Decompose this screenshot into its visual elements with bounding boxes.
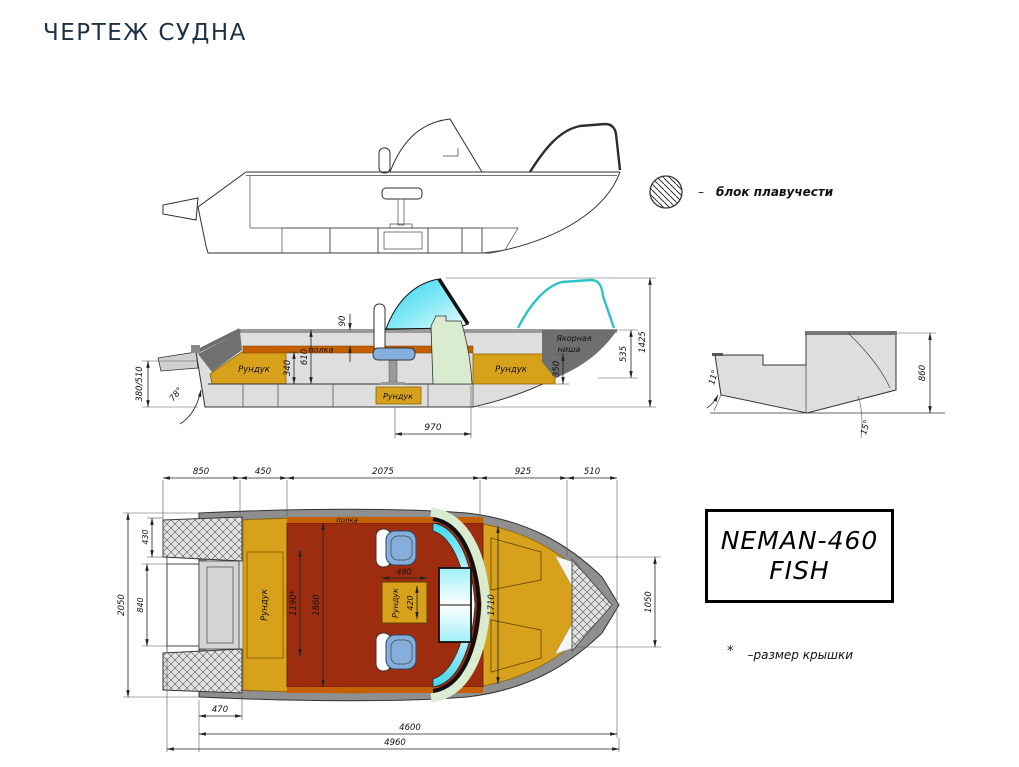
plan-top-dims: 850 450 2075 925 510 bbox=[162, 467, 618, 600]
plan-inner-dims: 1190* 1860 1710 bbox=[289, 522, 500, 688]
dim-bow-inner-height: 535 bbox=[619, 346, 629, 362]
dim-locker-spacing: 970 bbox=[424, 423, 441, 433]
dim-cockpit-length: 1860 bbox=[312, 594, 322, 616]
section-shelf-label: полка bbox=[309, 346, 334, 355]
transom-sheer-curve bbox=[847, 332, 891, 389]
plan-stern-platform bbox=[162, 516, 243, 694]
transom-gunwale-cap bbox=[805, 331, 897, 335]
dim-430: 430 bbox=[141, 529, 150, 544]
dim-925: 925 bbox=[515, 467, 531, 477]
side-bow-rail bbox=[528, 122, 622, 173]
plan-right-dims: 1050 bbox=[575, 556, 661, 648]
plan-shelf-strip-top bbox=[287, 517, 483, 523]
dim-shelf-gap: 90 bbox=[338, 316, 348, 327]
dim-shelf-height: 610 bbox=[300, 349, 310, 365]
section-stern-locker-label: Рундук bbox=[238, 365, 271, 375]
dim-center-locker-length: 420 bbox=[406, 595, 415, 610]
dim-lid-length: 1190* bbox=[289, 590, 299, 616]
dim-bow-locker-height: 350 bbox=[552, 361, 562, 377]
footnote: * –размер крышки bbox=[727, 644, 854, 663]
dim-450: 450 bbox=[255, 467, 271, 477]
plan-left-dims: 430 840 2050 bbox=[117, 512, 199, 698]
dim-transom-angle: 78° bbox=[168, 386, 185, 404]
plan-seat-upper bbox=[375, 528, 417, 568]
dim-bow-deck-width: 1710 bbox=[487, 594, 497, 616]
transom-hull bbox=[714, 332, 897, 414]
dim-470: 470 bbox=[212, 705, 228, 715]
side-buoyancy-blocks bbox=[281, 227, 519, 254]
plan-bottom-dims: 470 4600 4960 bbox=[166, 610, 620, 752]
buoyancy-legend: – блок плавучести bbox=[646, 172, 833, 212]
section-underfloor-locker bbox=[375, 386, 422, 405]
section-view: Рундук полка Рундук Рундук Якорная ниша bbox=[135, 277, 656, 438]
section-floor bbox=[208, 383, 474, 407]
dim-850: 850 bbox=[193, 467, 209, 477]
section-bow-locker bbox=[472, 353, 556, 385]
dim-2075: 2075 bbox=[372, 467, 394, 477]
plan-motor-well bbox=[166, 563, 200, 647]
dim-4600: 4600 bbox=[399, 723, 421, 733]
dim-flare-angle: 11° bbox=[707, 369, 721, 386]
model-plate: NEMAN-460 FISH bbox=[705, 509, 894, 603]
legend-dash: – bbox=[698, 185, 704, 199]
dim-transom-overall-height: 860 bbox=[918, 365, 928, 381]
plan-shelf-label: полка bbox=[336, 517, 358, 525]
dim-center-locker-width: 480 bbox=[396, 568, 411, 577]
side-seat bbox=[378, 147, 423, 229]
dim-deadrise-angle: 15° bbox=[859, 419, 873, 436]
plan-view: полка Рундук bbox=[117, 467, 661, 752]
section-motor-bracket bbox=[157, 351, 199, 372]
section-bow-locker-label: Рундук bbox=[495, 365, 528, 375]
section-underfloor-locker-label: Рундук bbox=[383, 392, 413, 401]
dim-transom-height: 380/510 bbox=[135, 366, 145, 401]
side-windshield bbox=[389, 118, 483, 173]
model-plate-line1: NEMAN-460 bbox=[720, 526, 879, 555]
footnote-text: –размер крышки bbox=[747, 648, 854, 662]
plan-seat-lower bbox=[375, 632, 417, 672]
dim-510: 510 bbox=[584, 467, 600, 477]
footnote-marker: * bbox=[727, 644, 734, 659]
transom-view: 11° 15° 860 bbox=[706, 331, 945, 439]
model-plate-line2: FISH bbox=[769, 556, 830, 585]
transom-dims: 11° 15° 860 bbox=[706, 332, 936, 439]
plan-windshield bbox=[430, 507, 491, 703]
dim-seat-height: 340 bbox=[283, 360, 293, 376]
side-hull-outline bbox=[162, 171, 621, 254]
section-console bbox=[430, 315, 473, 385]
section-transom-wedge bbox=[198, 332, 242, 372]
plan-shelf-strip-bottom bbox=[287, 687, 483, 693]
dim-2050: 2050 bbox=[117, 594, 127, 616]
side-profile-view bbox=[162, 118, 622, 254]
plan-bow-hatch-upper bbox=[490, 537, 542, 591]
plan-bow-hatch-lower bbox=[490, 619, 542, 673]
plan-stern-locker-lid bbox=[246, 551, 284, 659]
section-motor-clamp bbox=[191, 345, 200, 353]
section-seat bbox=[372, 303, 416, 385]
dim-4960: 4960 bbox=[384, 738, 406, 748]
section-anchor-niche bbox=[542, 330, 617, 378]
section-bow-rail bbox=[516, 278, 616, 329]
dim-840: 840 bbox=[136, 597, 145, 612]
transom-left-cap bbox=[712, 353, 723, 356]
page-title: ЧЕРТЕЖ СУДНА bbox=[43, 20, 247, 46]
dim-1050: 1050 bbox=[644, 591, 654, 613]
section-shelf-strip bbox=[242, 345, 474, 354]
section-anchor-niche-label2: ниша bbox=[558, 345, 581, 354]
section-dims: 380/510 78° 340 610 90 970 350 535 bbox=[135, 277, 656, 438]
plan-center-locker-label: Рундук bbox=[391, 588, 400, 618]
plan-center-locker bbox=[381, 581, 428, 624]
section-stern-locker bbox=[209, 351, 287, 385]
legend-label: блок плавучести bbox=[716, 185, 834, 199]
buoyancy-block-icon bbox=[649, 175, 683, 209]
plan-splash-well bbox=[198, 560, 240, 650]
dim-overall-height: 1425 bbox=[638, 331, 648, 353]
section-anchor-niche-label1: Якорная bbox=[555, 334, 591, 343]
plan-stern-locker-label: Рундук bbox=[260, 588, 270, 621]
